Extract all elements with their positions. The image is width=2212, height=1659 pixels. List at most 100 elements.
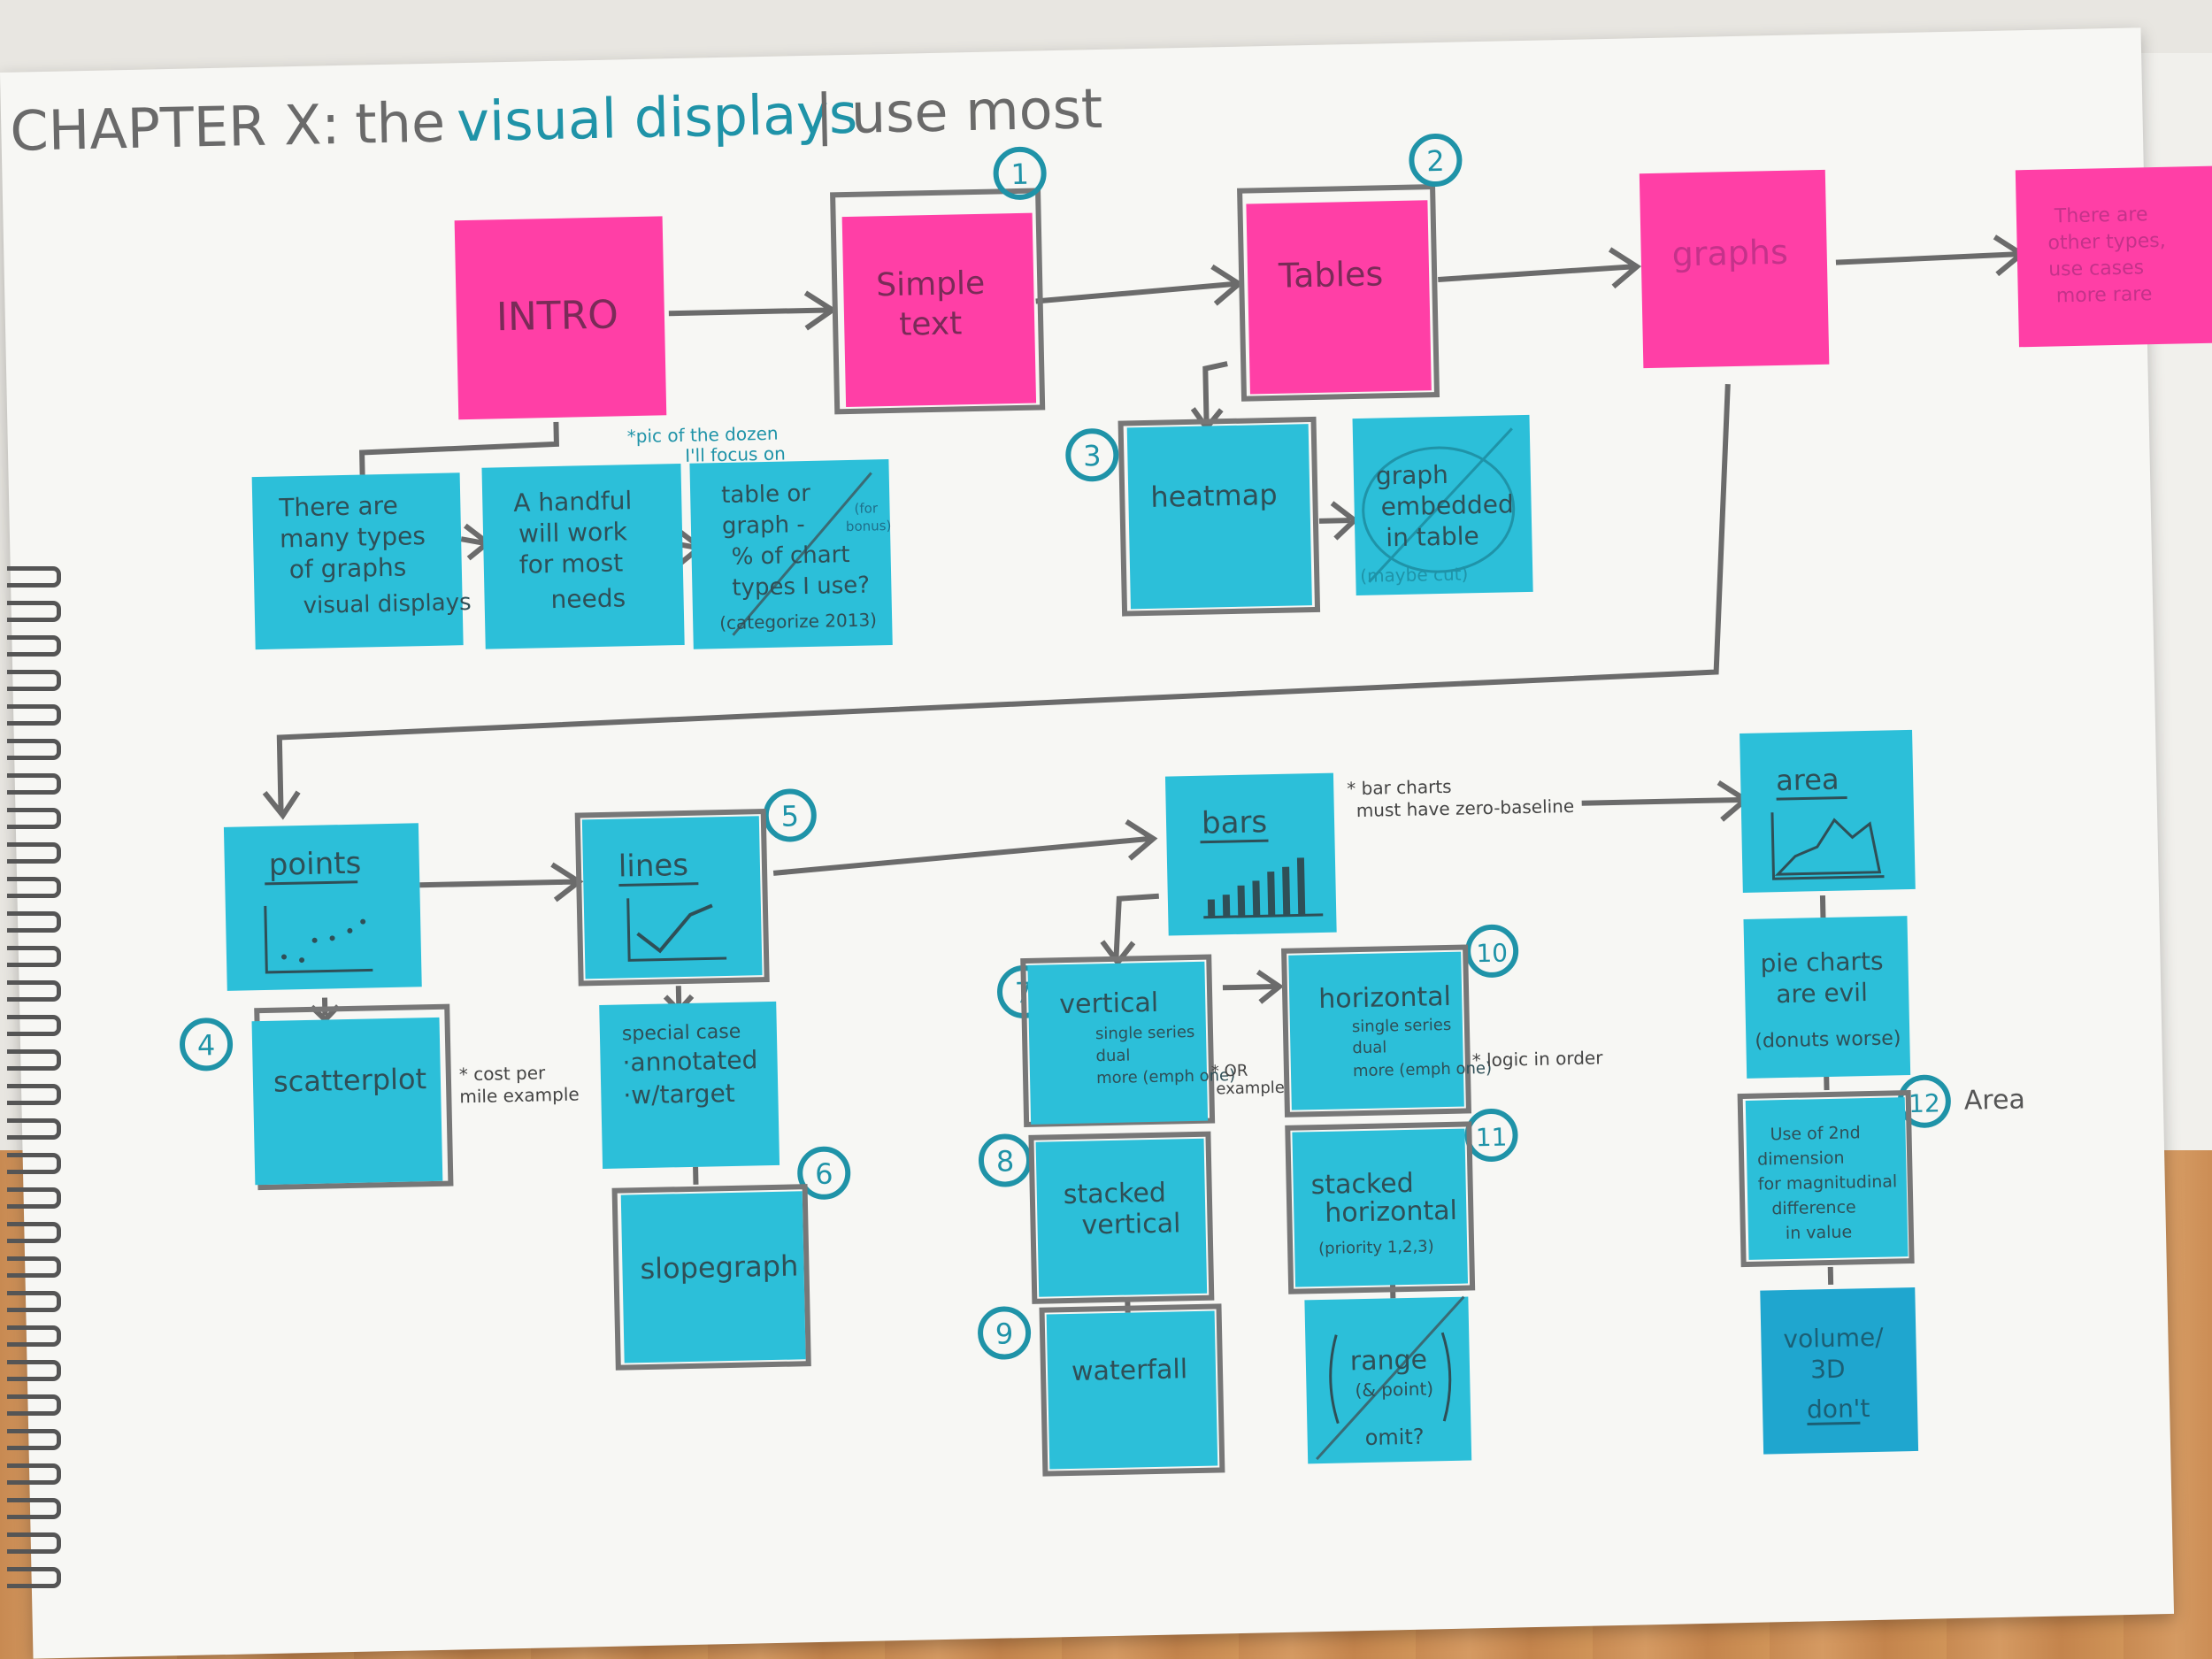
horizontal-note: * logic in order — [1471, 1047, 1603, 1071]
range-1: range — [1349, 1345, 1427, 1378]
other-text-1: There are — [2054, 204, 2148, 227]
spiral-coil — [7, 1015, 61, 1036]
simple-text-label-1: Simple — [876, 265, 986, 304]
number-5: 5 — [780, 799, 799, 833]
embedded-aside: (maybe cut) — [1360, 563, 1469, 587]
table-or-graph-note: table or graph - % of chart types I use?… — [689, 459, 893, 649]
number-1: 1 — [1010, 157, 1029, 191]
volume-3d-note: volume/ 3D don't — [1760, 1286, 1919, 1455]
horizontal-2: single series — [1352, 1016, 1452, 1036]
spiral-coil — [7, 808, 61, 829]
scatterplot-label: scatterplot — [273, 1062, 427, 1099]
embedded-3: in table — [1386, 521, 1479, 552]
spiral-coil — [7, 1153, 61, 1174]
table-graph-aside-1: (for — [854, 500, 879, 517]
title-visual-displays: visual displays — [457, 81, 858, 154]
second-dim-5: in value — [1786, 1222, 1853, 1243]
lines-label: lines — [618, 848, 689, 885]
lines-note: lines — [574, 809, 770, 987]
number-9: 9 — [995, 1317, 1014, 1350]
pie-charts-note: pie charts are evil (donuts worse) — [1743, 916, 1911, 1079]
volume-1: volume/ — [1783, 1323, 1884, 1354]
area-side-note: Area — [1963, 1084, 2025, 1116]
special-1: special case — [622, 1021, 741, 1046]
area-label: area — [1776, 763, 1839, 797]
spiral-coil — [7, 946, 61, 967]
other-text-2: other types, — [2047, 230, 2166, 255]
many-types-4: visual displays — [303, 589, 472, 619]
spiral-coil — [7, 911, 61, 933]
spiral-coil — [7, 842, 61, 864]
number-2: 2 — [1426, 144, 1445, 178]
vertical-1: vertical — [1059, 987, 1159, 1020]
title-the: the — [355, 89, 446, 156]
second-dim-1: Use of 2nd — [1770, 1123, 1861, 1144]
horizontal-3: dual — [1352, 1038, 1386, 1057]
spiral-binding — [0, 566, 62, 1610]
volume-3: don't — [1807, 1394, 1870, 1424]
bars-label: bars — [1202, 804, 1268, 841]
horizontal-4: more (emph one) — [1353, 1059, 1492, 1080]
spiral-coil — [7, 980, 61, 1002]
embedded-1: graph — [1376, 460, 1449, 491]
table-graph-aside-2: bonus) — [846, 518, 892, 534]
simple-text-note: Simple text — [830, 188, 1046, 415]
table-graph-2: graph - — [722, 511, 805, 540]
spiral-coil — [7, 566, 61, 588]
spiral-coil — [7, 704, 61, 726]
special-2: ·annotated — [622, 1045, 757, 1077]
tables-label: Tables — [1278, 254, 1384, 295]
many-types-note: There are many types of graphs visual di… — [251, 472, 472, 650]
graph-embedded-note: graph embedded in table (maybe cut) — [1352, 414, 1533, 596]
scatter-note-1: * cost per — [459, 1062, 547, 1085]
pie-3: (donuts worse) — [1755, 1027, 1901, 1052]
many-types-1: There are — [278, 491, 398, 523]
embedded-2: embedded — [1380, 489, 1514, 521]
number-3: 3 — [1083, 439, 1102, 472]
spiral-coil — [7, 1291, 61, 1312]
simple-text-label-2: text — [899, 305, 963, 342]
bars-note-2: must have zero-baseline — [1356, 795, 1575, 821]
spiral-coil — [7, 635, 61, 657]
number-11: 11 — [1475, 1123, 1507, 1153]
title-use-most: | use most — [814, 76, 1102, 148]
spiral-coil — [7, 1394, 61, 1416]
other-text-3: use cases — [2048, 257, 2144, 280]
handful-1: A handful — [513, 486, 633, 518]
vertical-note: vertical single series dual more (emph o… — [1020, 954, 1285, 1128]
other-text-4: more rare — [2056, 283, 2153, 307]
pie-1: pie charts — [1760, 947, 1884, 979]
pic-note-1: *pic of the dozen — [627, 423, 779, 448]
chapter-title: CHAPTER X: the visual displays | use mos… — [10, 76, 1103, 164]
spiral-coil — [7, 773, 61, 795]
special-case-note: special case ·annotated ·w/target — [599, 1001, 780, 1170]
spiral-coil — [7, 670, 61, 691]
number-12: 12 — [1909, 1088, 1940, 1118]
stacked-vertical-note: stacked vertical — [1028, 1131, 1215, 1304]
bars-note: bars * bar charts must have zero-baselin… — [1164, 772, 1575, 936]
handful-4: needs — [550, 583, 626, 614]
number-labels: 1 2 3 4 5 6 7 8 9 10 11 12 — [196, 144, 1940, 1351]
stacked-horizontal-1: stacked — [1310, 1168, 1414, 1201]
range-3: omit? — [1364, 1425, 1424, 1450]
stacked-horizontal-note: stacked horizontal (priority 1,2,3) — [1285, 1121, 1476, 1294]
spiral-coil — [7, 1222, 61, 1243]
vertical-4: more (emph one) — [1096, 1066, 1235, 1087]
handful-note: A handful will work for most needs — [481, 463, 685, 649]
pic-of-dozen-note: *pic of the dozen I'll focus on — [627, 423, 786, 466]
spiral-coil — [7, 1118, 61, 1140]
tables-note: Tables — [1237, 184, 1440, 402]
stacked-vertical-1: stacked — [1063, 1178, 1166, 1210]
heatmap-note: heatmap — [1118, 416, 1321, 617]
spiral-coil — [7, 1049, 61, 1071]
horizontal-note: horizontal single series dual more (emph… — [1281, 944, 1603, 1118]
handful-2: will work — [518, 517, 628, 549]
graphs-label: graphs — [1671, 233, 1788, 274]
table-graph-3: % of chart — [731, 541, 849, 571]
points-label: points — [268, 846, 361, 883]
table-graph-4: types I use? — [732, 572, 870, 602]
vertical-3: dual — [1095, 1046, 1130, 1065]
number-4: 4 — [196, 1028, 215, 1062]
